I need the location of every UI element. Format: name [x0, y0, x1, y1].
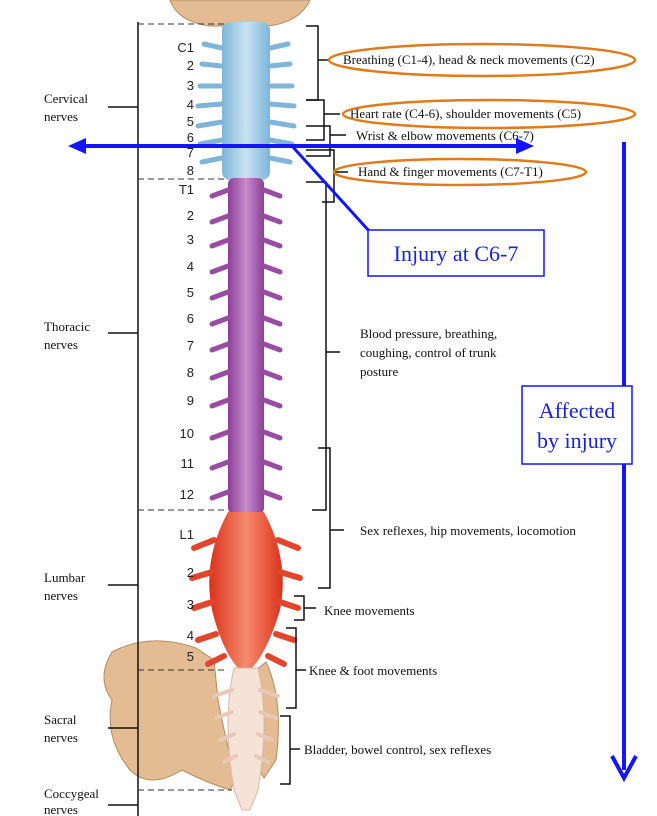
vertebra-label: 8 [187, 163, 194, 178]
vertebra-label: 8 [187, 365, 194, 380]
vertebra-label: T1 [179, 182, 194, 197]
region-label-coccygeal-2: nerves [44, 802, 78, 816]
function-heart-rate: Heart rate (C4-6), shoulder movements (C… [350, 106, 581, 121]
vertebra-label: 12 [180, 487, 194, 502]
vertebra-label: 2 [187, 565, 194, 580]
vertebra-label: 3 [187, 232, 194, 247]
function-sex-reflexes: Sex reflexes, hip movements, locomotion [360, 523, 576, 538]
sacrum-bone [103, 640, 237, 791]
vertebra-label: 11 [181, 456, 195, 471]
region-label-sacral: Sacral [44, 712, 77, 727]
region-label-lumbar-2: nerves [44, 588, 78, 603]
vertebra-label: 6 [187, 130, 194, 145]
vertebra-label: 9 [187, 393, 194, 408]
injury-double-arrow [68, 138, 534, 154]
highlight-hand [332, 157, 588, 187]
function-wrist: Wrist & elbow movements (C6-7) [356, 128, 534, 143]
highlight-heart-rate [341, 98, 637, 130]
region-label-lumbar: Lumbar [44, 570, 86, 585]
region-label-cervical-2: nerves [44, 109, 78, 124]
affected-callout-line-2: by injury [537, 428, 617, 453]
function-brackets [280, 25, 348, 785]
region-label-coccygeal: Coccygeal [44, 786, 99, 801]
lumbar-vertebra-labels: L1 2 3 4 5 [180, 527, 194, 664]
vertebra-label: 5 [187, 649, 194, 664]
thoracic-cord [209, 178, 283, 514]
function-hand: Hand & finger movements (C7-T1) [358, 164, 543, 179]
thoracic-vertebra-labels: T1 2 3 4 5 6 7 8 9 10 11 12 [179, 182, 194, 502]
function-knee-foot: Knee & foot movements [309, 663, 437, 678]
function-bladder: Bladder, bowel control, sex reflexes [304, 742, 491, 757]
vertebra-label: 4 [187, 97, 194, 112]
function-blood-pressure-3: posture [360, 364, 399, 379]
highlight-ellipses [327, 42, 637, 187]
vertebra-label: 4 [187, 259, 194, 274]
vertebra-label: 3 [187, 597, 194, 612]
function-blood-pressure-1: Blood pressure, breathing, [360, 326, 497, 341]
injury-callout-text: Injury at C6-7 [394, 241, 519, 266]
region-label-thoracic: Thoracic [44, 319, 90, 334]
vertebra-label: L1 [180, 527, 194, 542]
vertebra-label: 7 [187, 338, 194, 353]
region-label-sacral-2: nerves [44, 730, 78, 745]
vertebra-label: 7 [187, 145, 194, 160]
region-label-thoracic-2: nerves [44, 337, 78, 352]
vertebra-label: 2 [187, 58, 194, 73]
highlight-breathing [327, 42, 637, 78]
affected-callout: Affected by injury [521, 385, 633, 465]
cervical-vertebra-labels: C1 2 3 4 5 6 7 8 [177, 40, 194, 178]
injury-callout: Injury at C6-7 [367, 229, 545, 277]
vertebra-label: 3 [187, 78, 194, 93]
region-separators [138, 23, 232, 791]
vertebra-label: 5 [187, 285, 194, 300]
region-ticks [108, 106, 138, 806]
vertebra-label: 6 [187, 311, 194, 326]
function-breathing: Breathing (C1-4), head & neck movements … [343, 52, 595, 67]
cervical-cord [195, 22, 297, 180]
function-blood-pressure-2: coughing, control of trunk [360, 345, 497, 360]
region-label-cervical: Cervical [44, 91, 88, 106]
lumbar-cord [189, 512, 303, 668]
vertebra-label: 5 [187, 114, 194, 129]
sacral-cord [212, 667, 280, 811]
vertebra-label: 10 [180, 426, 194, 441]
vertebra-label: C1 [177, 40, 194, 55]
vertebra-label: 4 [187, 628, 194, 643]
injury-pointer-line [290, 144, 372, 234]
function-knee: Knee movements [324, 603, 415, 618]
affected-callout-line-1: Affected [539, 398, 616, 423]
vertebra-label: 2 [187, 208, 194, 223]
